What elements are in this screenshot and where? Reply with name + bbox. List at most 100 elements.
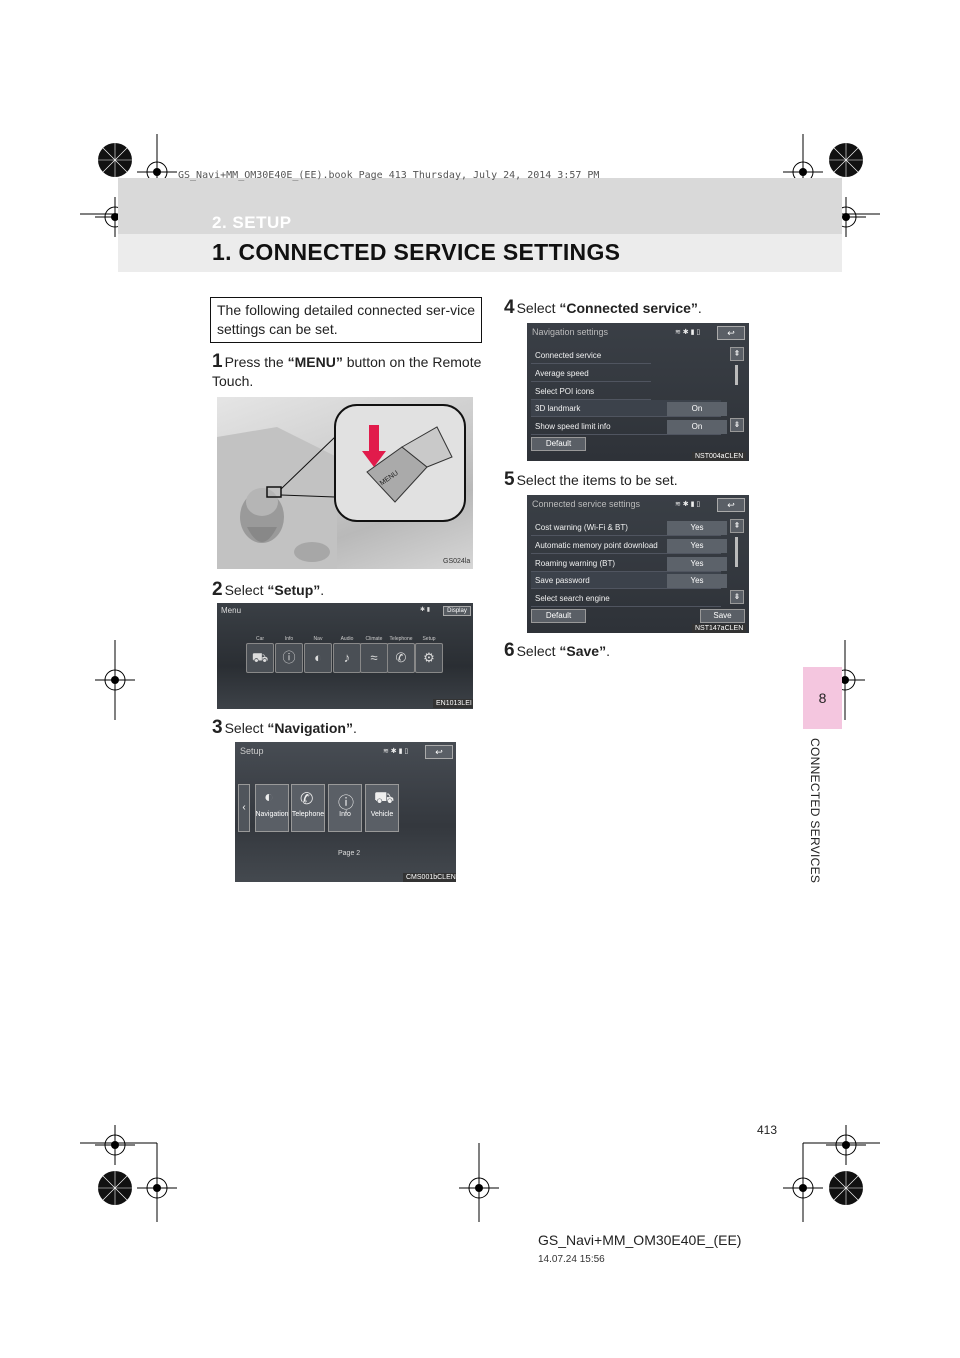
remote-touch-photo: MENU GS024la xyxy=(217,397,473,569)
value-3d-landmark[interactable]: On xyxy=(667,402,727,416)
setup-title: Setup xyxy=(240,746,264,756)
setting-row-select-poi-icons[interactable]: Select POI icons xyxy=(531,383,651,400)
info-icon: ⓘ xyxy=(282,650,296,665)
display-button[interactable]: Display xyxy=(443,606,471,616)
menu-item-nav[interactable]: ◐ xyxy=(304,643,332,673)
step-text: Select xyxy=(516,300,560,316)
setting-row-select-search-engine[interactable]: Select search engine xyxy=(531,590,721,607)
registration-mark-icon xyxy=(826,1125,866,1165)
intro-box: The following detailed connected ser-vic… xyxy=(210,297,482,343)
scrollbar[interactable] xyxy=(735,365,738,385)
setup-item-navigation[interactable]: ◐ xyxy=(255,784,289,832)
step-keyword: “MENU” xyxy=(287,354,343,370)
scroll-down-button[interactable]: ⇟ xyxy=(730,590,744,604)
registration-mark-icon xyxy=(95,197,135,237)
car-icon: ⛟ xyxy=(251,650,269,665)
back-arrow-icon: ↩ xyxy=(727,328,735,338)
default-button[interactable]: Default xyxy=(531,437,586,451)
info-icon: ⓘ xyxy=(338,795,355,812)
setting-row-roaming-warning[interactable]: Roaming warning (BT) xyxy=(531,555,721,572)
step-text-end: . xyxy=(697,300,702,316)
music-note-icon: ♪ xyxy=(343,650,351,665)
registration-mark-icon xyxy=(98,143,132,177)
setting-row-cost-warning[interactable]: Cost warning (Wi-Fi & BT) xyxy=(531,519,721,536)
step-keyword: “Save” xyxy=(559,643,607,659)
scroll-down-button[interactable]: ⇟ xyxy=(730,418,744,432)
back-arrow-icon: ↩ xyxy=(435,747,443,757)
screen-title: Navigation settings xyxy=(532,327,609,337)
setting-row-average-speed[interactable]: Average speed xyxy=(531,365,651,382)
back-button[interactable]: ↩ xyxy=(425,745,453,759)
chapter-tab-number: 8 xyxy=(818,690,827,706)
menu-item-audio[interactable]: ♪ xyxy=(333,643,361,673)
step-number: 5 xyxy=(504,469,515,490)
setting-row-auto-memory-point[interactable]: Automatic memory point download xyxy=(531,537,721,554)
scroll-up-button[interactable]: ⇞ xyxy=(730,347,744,361)
step-number: 6 xyxy=(504,640,515,661)
default-button[interactable]: Default xyxy=(531,609,586,623)
screen-code: NST147aCLEN xyxy=(692,624,747,633)
value-save-password[interactable]: Yes xyxy=(667,574,727,588)
value-auto-memory-point[interactable]: Yes xyxy=(667,539,727,553)
back-button[interactable]: ↩ xyxy=(717,326,745,340)
menu-item-telephone[interactable]: ✆ xyxy=(387,643,415,673)
back-button[interactable]: ↩ xyxy=(717,498,745,512)
chevron-left-icon: ‹ xyxy=(242,802,246,813)
setup-item-vehicle[interactable]: ⛟ xyxy=(365,784,399,832)
value-show-speed-limit[interactable]: On xyxy=(667,420,727,434)
scrollbar[interactable] xyxy=(735,537,738,567)
status-icons: ≋ ✱ ▮ ▯ xyxy=(675,501,701,508)
page-left-button[interactable]: ‹ xyxy=(238,784,250,832)
registration-mark-icon xyxy=(137,152,177,192)
step-text: Press the xyxy=(224,354,288,370)
menu-item-label-info: Info xyxy=(284,636,294,642)
menu-item-info[interactable]: ⓘ xyxy=(275,643,303,673)
menu-item-label-climate: Climate xyxy=(365,636,383,642)
setup-item-telephone[interactable]: ✆ xyxy=(291,784,325,832)
step-text-end: . xyxy=(352,720,357,736)
menu-screen: Menu ✱ ▮ Display Car Info Nav Audio Clim… xyxy=(217,603,473,709)
phone-icon: ✆ xyxy=(300,791,314,808)
page-indicator: Page 2 xyxy=(338,850,361,857)
status-icons: ✱ ▮ xyxy=(420,607,430,613)
step-text-end: . xyxy=(606,643,610,659)
step-keyword: “Setup” xyxy=(267,582,321,598)
setup-screen: Setup ≋ ✱ ▮ ▯ ↩ ‹ ◐ Navigation ✆ Telepho… xyxy=(235,742,456,882)
menu-item-label-telephone: Telephone xyxy=(389,636,413,642)
screen-code: EN1013LEI xyxy=(433,699,473,708)
chapter-tab-label: CONNECTED SERVICES xyxy=(808,738,822,884)
chapter-tab: 8 xyxy=(803,667,842,729)
registration-mark-icon xyxy=(829,143,863,177)
screen-code: CMS001bCLEN xyxy=(403,873,456,882)
setting-row-connected-service[interactable]: Connected service xyxy=(531,347,651,364)
setting-row-show-speed-limit[interactable]: Show speed limit info xyxy=(531,418,721,435)
save-button[interactable]: Save xyxy=(700,609,745,623)
setup-item-info[interactable]: ⓘ xyxy=(328,784,362,832)
remote-touch-drawing xyxy=(217,404,466,569)
section-header-band xyxy=(118,234,842,272)
step-text: Select xyxy=(224,720,268,736)
screen-code: NST004aCLEN xyxy=(692,452,747,461)
value-cost-warning[interactable]: Yes xyxy=(667,521,727,535)
registration-mark-icon xyxy=(829,1171,863,1205)
setup-item-label: Navigation xyxy=(255,811,289,818)
menu-item-car[interactable]: ⛟ xyxy=(246,643,274,673)
registration-mark-icon xyxy=(137,1168,177,1208)
menu-item-setup[interactable]: ⚙ xyxy=(415,643,443,673)
menu-item-climate[interactable]: ≈ xyxy=(360,643,388,673)
back-arrow-icon: ↩ xyxy=(727,500,735,510)
value-roaming-warning[interactable]: Yes xyxy=(667,557,727,571)
compass-icon: ◐ xyxy=(264,789,274,806)
step-number: 1 xyxy=(212,351,223,372)
scroll-up-button[interactable]: ⇞ xyxy=(730,519,744,533)
arrow-down-icon: ⇟ xyxy=(733,592,741,601)
registration-mark-icon xyxy=(459,1168,499,1208)
footer-timestamp: 14.07.24 15:56 xyxy=(538,1254,605,1265)
arrow-up-icon: ⇞ xyxy=(733,521,741,530)
step-number: 2 xyxy=(212,579,223,600)
phone-icon: ✆ xyxy=(395,650,407,665)
